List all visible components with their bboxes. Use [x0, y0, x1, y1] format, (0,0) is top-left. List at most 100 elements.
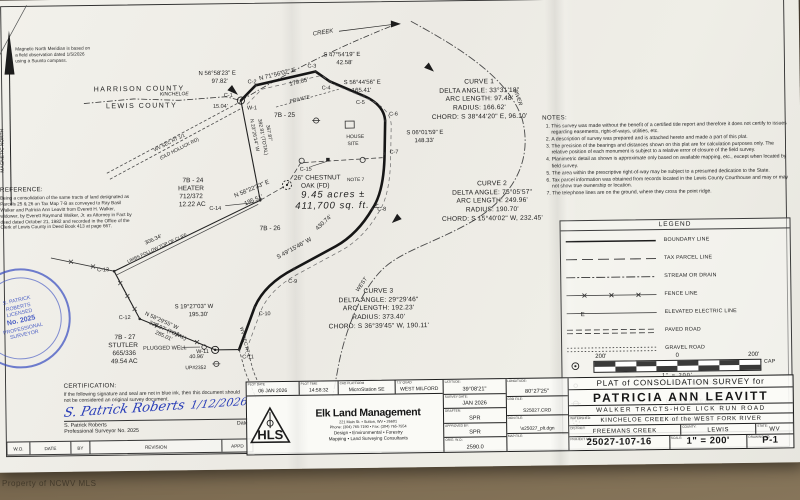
curve-3-table: CURVE 3 DELTA ANGLE: 29°29'46" ARC LENGT…	[292, 287, 465, 333]
title-block-company-section: PLOT DATE 06 JAN 2026 PLOT TIME 14:58:32…	[246, 379, 445, 455]
scale-cell: SCALE:1" = 200'	[669, 434, 748, 449]
orig-wo-cell: ORIG. W.O.:2590.0	[445, 438, 484, 451]
certification-heading: CERTIFICATION:	[63, 382, 117, 390]
point-w11: W-11	[196, 349, 209, 355]
mls-watermark: Property of NCWV MLS	[2, 479, 97, 488]
project-no-cell: PROJECT NO:25027-107-16	[569, 435, 670, 451]
creek-line	[240, 23, 399, 101]
electric-line-symbol: E	[565, 304, 665, 323]
legend-row: E ELEVATED ELECTRIC LINE	[562, 302, 791, 323]
magnetic-north-label: MAGNETIC NORTH	[0, 128, 6, 172]
certification-block: CERTIFICATION: If the following signatur…	[63, 380, 249, 434]
point-c11: C-11	[242, 354, 254, 360]
harrison-county-label: HARRISON COUNTY	[94, 85, 185, 93]
acreage-label: 9.45 acres ±	[301, 189, 365, 201]
cliff-line	[116, 203, 259, 276]
paved-road-symbol	[565, 322, 665, 341]
company-logo: HLS	[247, 406, 293, 445]
bearing-arrowhead	[227, 85, 238, 95]
bearing-5: S 06°01'59" E	[406, 130, 443, 136]
distance-9: 195.30'	[189, 312, 209, 318]
legend-box: LEGEND BOUNDARY LINE TAX PARCEL LINE STR…	[559, 217, 794, 435]
svg-text:12.22 AC: 12.22 AC	[179, 201, 206, 208]
company-info: HLS Elk Land Management 221 Main St. • S…	[247, 394, 444, 455]
point-c6: C-6	[389, 111, 398, 117]
distance-2: 179.65'	[289, 77, 309, 87]
stream-line-symbol	[564, 268, 664, 287]
revision-wo: W.O.	[7, 442, 31, 455]
chestnut-oak-icon	[282, 180, 292, 190]
legend-row: BOUNDARY LINE	[561, 230, 790, 251]
plat-paper: MAGNETIC NORTH	[0, 0, 800, 473]
curve-1-table: CURVE 1 DELTA ANGLE: 33°31'18" ARC LENGT…	[402, 77, 558, 123]
fence-line-west	[50, 257, 115, 272]
quad-cell: 7.5' QUAD WEST MILFORD	[396, 380, 439, 393]
fence-cross-marks	[68, 259, 200, 345]
point-c14: C-14	[209, 206, 221, 212]
drafter-cell: DRAFTER:SPR	[443, 408, 506, 424]
district-cell: DISTRICT:FREEMANS CREEK	[569, 424, 682, 437]
point-c15: C-15	[300, 167, 312, 173]
map-file-cell: MAP FILE:	[507, 433, 524, 438]
bearing-1: N 56°58'23" E	[198, 71, 235, 77]
distance-3: 42.58'	[336, 60, 352, 66]
distance-1: 97.82'	[212, 79, 228, 85]
point-c5: C-5	[356, 100, 365, 106]
logo-letters: HLS	[257, 427, 284, 442]
parcel-stutler: 7B - 27 STUTLER 665/336 49.54 AC	[108, 334, 138, 365]
bearing-7: N 58°22'33" E	[234, 179, 271, 199]
plot-date-cell: PLOT DATE 06 JAN 2026	[246, 381, 300, 396]
bearing-8: S 49°15'46" W	[276, 237, 313, 261]
distance-40: 40.96'	[189, 354, 204, 360]
latitude-cell: LATITUDE:39°08'21"	[443, 379, 506, 395]
creek-leader	[338, 24, 392, 32]
parcel-25-label: 7B - 25	[274, 112, 295, 119]
lewis-county-label: LEWIS COUNTY	[106, 102, 177, 110]
utility-pole-icon	[359, 156, 366, 163]
point-c9: C-9	[288, 279, 297, 285]
distance-15: 15.04'	[213, 104, 228, 110]
north-arrow: MAGNETIC NORTH	[0, 30, 15, 206]
project-row: PROJECT NO:25027-107-16 SCALE:1" = 200' …	[569, 434, 793, 451]
river-label-upper: RIVER	[512, 89, 523, 107]
point-w1: W-1	[247, 105, 257, 111]
house-site-label-2: SITE	[347, 141, 359, 147]
house-site-label-1: HOUSE	[346, 134, 365, 140]
revision-date: DATE	[30, 441, 72, 455]
title-block-fields: LATITUDE:39°08'21" SURVEY DATE:JAN 2026 …	[443, 378, 570, 452]
svg-text:HEATER: HEATER	[178, 185, 204, 192]
notes-block: NOTES: This survey was made without the …	[542, 111, 791, 197]
parcel-26-label: 7B - 26	[260, 225, 281, 232]
utility-pole-top-icon	[312, 117, 321, 124]
river-flow-arrow-2	[391, 213, 402, 223]
bearing-9: S 19°27'03" W	[175, 304, 214, 311]
c15-leader	[310, 161, 327, 167]
creek-label: CREEK	[312, 28, 334, 37]
scale-bar-graphic	[593, 358, 762, 373]
drawing-no-cell: DRAWING NO:P-1	[748, 434, 779, 446]
plot-time-cell: PLOT TIME 14:58:32	[299, 381, 339, 395]
calculated-points	[112, 70, 387, 351]
approved-by-cell: APPROVED BY:SPR	[444, 422, 506, 439]
private-road-label: PRIVATE	[289, 94, 311, 105]
magnetic-north-note: Magnetic North Meridian is based on a fi…	[15, 45, 91, 64]
watershed-value: KINCHELOE CREEK of the WEST FORK RIVER	[600, 415, 762, 424]
svg-text:7B - 27: 7B - 27	[114, 334, 135, 341]
legend-title: LEGEND	[560, 218, 790, 232]
legend-row: GRAVEL ROAD	[562, 338, 791, 359]
distance-7: 195.51'	[244, 194, 264, 207]
tax-parcel-line-symbol	[564, 250, 664, 269]
kincheloe-label: KINCHELOE	[160, 91, 190, 97]
distance-8: 430.74'	[315, 214, 333, 232]
point-c10: C-10	[259, 311, 271, 317]
svg-text:712/372: 712/372	[179, 193, 203, 200]
oak-label-1: 26" CHESTNUT	[294, 174, 341, 182]
crd-file-cell: CRD FILE:S25027.CRD	[506, 396, 569, 416]
point-c1: C-1	[224, 93, 233, 99]
house-site-icon	[344, 120, 355, 129]
boundary-line-symbol	[564, 232, 664, 251]
reference-text: Being a consolidation of the same tracts…	[0, 193, 132, 231]
gravel-road-upper	[106, 101, 244, 180]
curve-2-table: CURVE 2 DELTA ANGLE: 75°05'57" ARC LENGT…	[413, 179, 572, 225]
